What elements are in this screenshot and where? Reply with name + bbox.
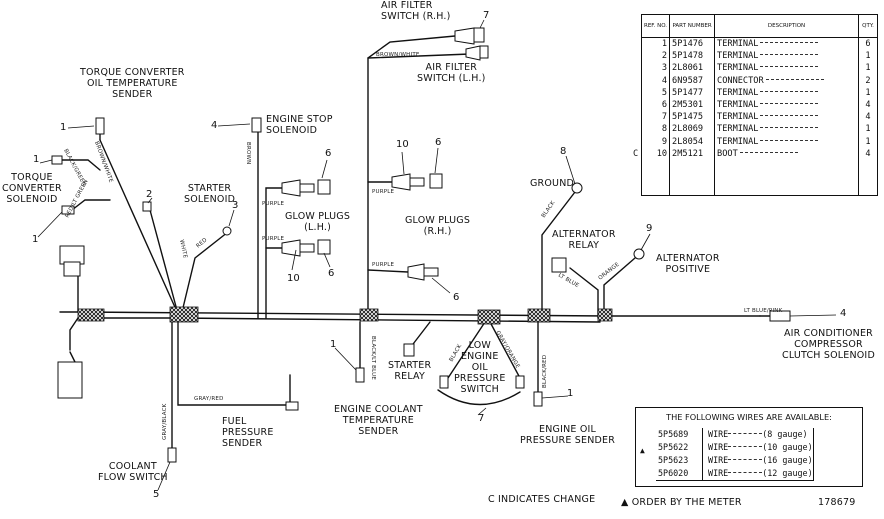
header-description: DESCRIPTION	[714, 14, 859, 38]
alternator-wire	[569, 267, 599, 319]
callout-6-lh-2: 6	[328, 268, 335, 279]
wire-color-lt-blue: LT BLUE	[557, 273, 580, 290]
callout-3-starter: 3	[232, 200, 239, 211]
parts-table-header: REF. NO. PART NUMBER DESCRIPTION QTY.	[631, 14, 878, 38]
header-ref: REF. NO.	[640, 14, 671, 38]
available-wires-box: THE FOLLOWING WIRES ARE AVAILABLE: ▲ 5P5…	[635, 407, 863, 487]
callout-8-ground: 8	[560, 146, 567, 157]
header-qty: QTY.	[858, 14, 878, 38]
callout-1-coolant-temp: 1	[330, 339, 337, 350]
ground-wire	[541, 191, 576, 319]
label-fuel-pressure-sender: FUEL PRESSURE SENDER	[222, 416, 274, 449]
callout-5-coolant-flow: 5	[153, 489, 160, 500]
available-wires-list: 5P5689 WIRE(8 gauge) 5P5622 WIRE(10 gaug…	[656, 428, 814, 481]
label-engine-coolant-temp-sender: ENGINE COOLANT TEMPERATURE SENDER	[334, 404, 423, 437]
wire-color-lt-blue-pink: LT BLUE/PINK	[744, 308, 783, 314]
fuel-branch	[177, 317, 291, 406]
wire-color-orange: ORANGE	[598, 261, 621, 281]
list-item: 5P5622 WIRE(10 gauge)	[658, 441, 813, 454]
label-torque-converter-solenoid: TORQUE CONVERTER SOLENOID	[2, 172, 62, 205]
label-engine-stop-solenoid: ENGINE STOP SOLENOID	[266, 114, 333, 136]
available-wires-title: THE FOLLOWING WIRES ARE AVAILABLE:	[666, 412, 832, 422]
wire-color-gray-black: GRAY/BLACK	[162, 403, 168, 440]
callout-1-tc-solenoid: 1	[32, 234, 39, 245]
wire-color-gray-red: GRAY/RED	[194, 396, 224, 402]
callout-7-air-filter: 7	[483, 10, 490, 21]
label-engine-oil-pressure-sender: ENGINE OIL PRESSURE SENDER	[520, 424, 616, 446]
change-note: C INDICATES CHANGE	[488, 494, 596, 505]
label-torque-converter-oil-temp-sender: TORQUE CONVERTER OIL TEMPERATURE SENDER	[80, 67, 185, 100]
glow-lh-trunk	[265, 187, 283, 319]
main-trunk-lower	[77, 317, 601, 323]
label-ground: GROUND	[530, 178, 575, 189]
oil-switch-wires	[447, 321, 521, 379]
label-low-engine-oil-pressure-switch: LOW ENGINE OIL PRESSURE SWITCH	[454, 340, 506, 395]
list-item: 5P6020 WIRE(12 gauge)	[658, 467, 813, 480]
label-alternator-relay: ALTERNATOR RELAY	[552, 229, 616, 251]
label-starter-relay: STARTER RELAY	[388, 360, 432, 382]
wire-color-purple-lh-2: PURPLE	[262, 236, 285, 242]
wire-color-purple-rh-2: PURPLE	[372, 262, 395, 268]
label-air-filter-switch-lh: AIR FILTER SWITCH (L.H.)	[417, 62, 486, 84]
label-ac-clutch-solenoid: AIR CONDITIONER COMPRESSOR CLUTCH SOLENO…	[782, 328, 875, 361]
callout-2-starter: 2	[146, 189, 153, 200]
list-item: 5P5689 WIRE(8 gauge)	[658, 428, 808, 441]
callout-1-oil-sender: 1	[567, 388, 574, 399]
callout-1-tc: 1	[33, 154, 40, 165]
label-air-filter-switch-rh: AIR FILTER SWITCH (R.H.)	[381, 0, 451, 22]
callout-6-rh-2: 6	[453, 292, 460, 303]
label-glow-plugs-lh: GLOW PLUGS (L.H.)	[285, 211, 351, 233]
starter-branch-2	[181, 231, 229, 313]
label-alternator-positive: ALTERNATOR POSITIVE	[656, 253, 720, 275]
callout-4-stop: 4	[211, 120, 218, 131]
wire-color-red: RED	[195, 237, 208, 249]
wire-color-brown: BROWN	[245, 142, 251, 164]
glow-rh-trunk	[367, 35, 456, 319]
wire-color-red-lt-green: RED/LT GREEN	[64, 179, 89, 219]
wire-color-black-lt-blue: BLACK/LT BLUE	[370, 336, 376, 380]
label-glow-plugs-rh: GLOW PLUGS (R.H.)	[405, 215, 471, 237]
callout-10-lh: 10	[287, 273, 300, 284]
callout-7-oil-switch: 7	[478, 413, 485, 424]
wire-color-purple-lh-1: PURPLE	[262, 201, 285, 207]
starter-branch	[149, 209, 179, 315]
callout-6-rh-1: 6	[435, 137, 442, 148]
wire-color-white: WHITE	[178, 239, 188, 259]
list-item: 5P5623 WIRE(16 gauge)	[658, 454, 813, 467]
meter-note: ▲ ORDER BY THE METER	[621, 497, 742, 508]
callout-6-lh-1: 6	[325, 148, 332, 159]
tc-branch	[99, 139, 179, 315]
header-part-number: PART NUMBER	[669, 14, 716, 38]
callout-9-alternator: 9	[646, 223, 653, 234]
wire-color-black-red: BLACK/RED	[542, 355, 548, 388]
label-starter-solenoid: STARTER SOLENOID	[184, 183, 236, 205]
main-trunk	[59, 311, 761, 317]
wire-color-purple-rh-1: PURPLE	[372, 189, 395, 195]
callout-10-rh: 10	[396, 139, 409, 150]
callout-4-ac: 4	[840, 308, 847, 319]
wire-color-brown-white-af: BROWN/WHITE	[376, 52, 420, 58]
label-coolant-flow-switch: COOLANT FLOW SWITCH	[98, 461, 168, 483]
meter-marker-icon: ▲	[640, 446, 645, 455]
figure-number: 178679	[818, 497, 856, 508]
wire-color-black-ground: BLACK	[541, 200, 557, 219]
callout-1-oil-temp: 1	[60, 122, 67, 133]
table-spacer-row	[631, 159, 878, 197]
